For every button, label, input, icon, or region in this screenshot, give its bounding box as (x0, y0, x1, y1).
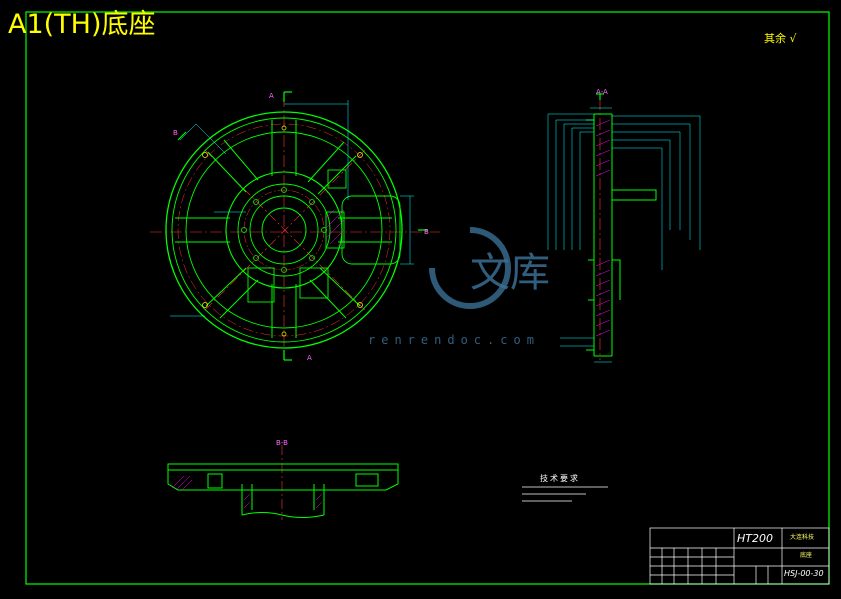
section-bb-view (167, 445, 399, 520)
section-aa-label: A-A (596, 88, 608, 96)
drawing-number: HSJ-00-30 (784, 569, 824, 578)
company-name: 大连科技 (790, 534, 815, 541)
front-view (150, 91, 440, 361)
watermark-url: renrendoc.com (368, 333, 540, 347)
technical-requirements-title: 技术要求 (540, 474, 580, 483)
technical-notes (522, 486, 608, 502)
watermark-logo (429, 227, 511, 309)
part-name: 底座 (800, 552, 813, 559)
cut-label-a-top: A (269, 92, 274, 100)
cut-label-a-bottom: A (307, 354, 312, 362)
title-block (649, 527, 830, 585)
cut-label-b-right: B (424, 228, 429, 236)
cut-label-b-left: B (173, 129, 178, 137)
sheet-border (25, 11, 830, 585)
drawing-title: A1(TH)底座 (8, 9, 156, 40)
material-spec: HT200 (737, 532, 773, 545)
section-aa-view (547, 93, 701, 363)
roughness-note: 其余 √ (764, 32, 797, 45)
watermark-text: 文库 (470, 250, 550, 296)
section-bb-label: B-B (276, 439, 288, 447)
